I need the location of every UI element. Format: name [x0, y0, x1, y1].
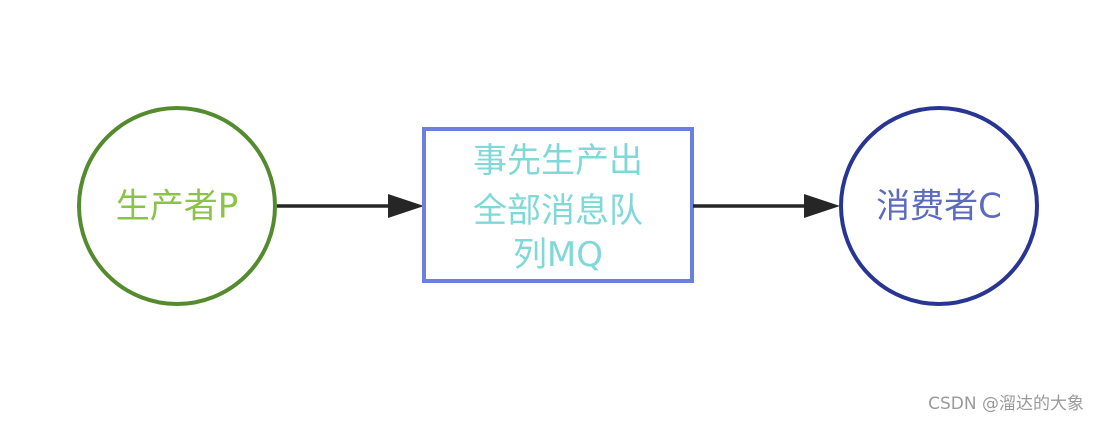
- producer-node: [77, 106, 277, 306]
- producer-label: 生产者P: [116, 187, 239, 227]
- queue-label-line-1: 事先生产出: [473, 141, 643, 181]
- arrow-queue-to-consumer-head: [804, 194, 840, 218]
- consumer-label: 消费者C: [876, 187, 1002, 227]
- queue-label-line-2: 全部消息队: [473, 191, 643, 231]
- watermark-text: CSDN @溜达的大象: [928, 394, 1084, 414]
- queue-node: [422, 127, 694, 283]
- consumer-node: [839, 106, 1039, 306]
- arrow-producer-to-queue-head: [388, 194, 424, 218]
- queue-label-line-3: 列MQ: [513, 235, 603, 275]
